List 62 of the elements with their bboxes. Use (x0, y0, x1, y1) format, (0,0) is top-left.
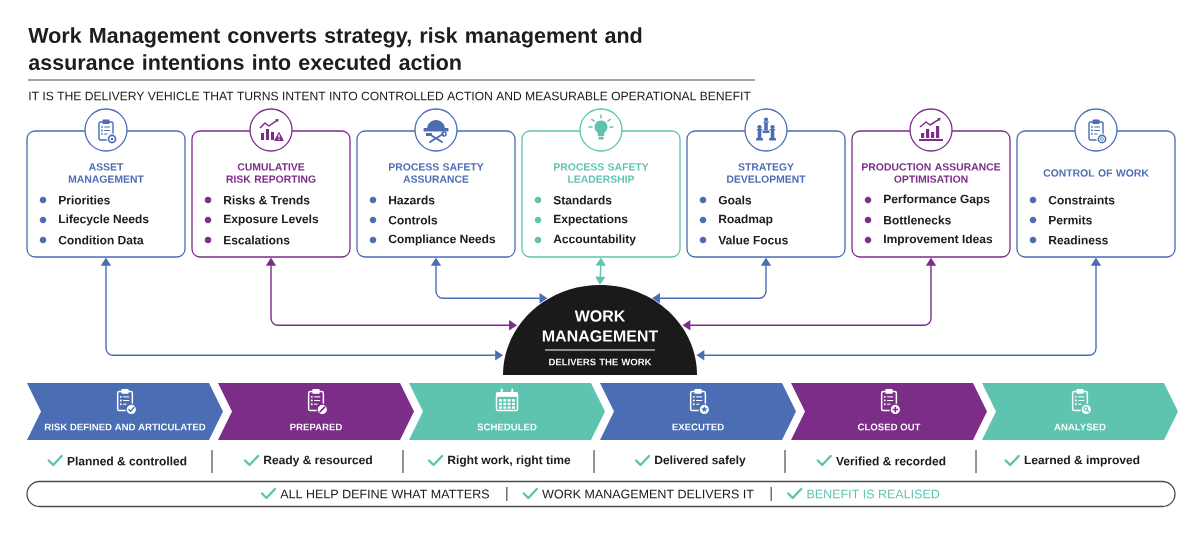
list-item: Hazards (389, 195, 435, 205)
outcome-text: Learned & improved (1024, 455, 1140, 467)
step-banner (409, 383, 605, 440)
list-item: Condition Data (58, 235, 144, 245)
title: Work Management converts strategy, risk management and assurance intentions into executed action (28, 27, 642, 71)
outcome-text: Ready & resourced (264, 455, 372, 467)
card-heading: STRATEGY DEVELOPMENT (727, 163, 806, 183)
list-item: Escalations (224, 235, 290, 245)
outcome-text: Right work, right time (448, 455, 571, 467)
list-item: Expectations (554, 214, 628, 226)
list-item: Improvement Ideas (884, 234, 993, 246)
step-banner (791, 383, 987, 440)
step-banner (27, 383, 223, 440)
card-heading: ASSET MANAGEMENT (68, 163, 144, 183)
list-item: Standards (553, 195, 612, 205)
list-item: Roadmap (719, 214, 773, 226)
outcome-text: Planned & controlled (67, 456, 187, 466)
list-item: Goals (718, 195, 752, 205)
info-card (191, 130, 351, 258)
step-banner (982, 383, 1178, 440)
step-label: RISK DEFINED AND ARTICULATED (44, 423, 206, 431)
card-heading: CUMULATIVE RISK REPORTING (226, 163, 316, 183)
list-item: Accountability (553, 234, 636, 246)
info-card (521, 130, 681, 258)
card-heading: PROCESS SAFETY ASSURANCE (389, 163, 484, 183)
summary-text: ALL HELP DEFINE WHAT MATTERS (280, 489, 489, 499)
card-heading: PRODUCTION ASSURANCE OPTIMISATION (862, 163, 1001, 183)
list-item: Lifecycle Needs (59, 214, 149, 226)
list-item: Exposure Levels (224, 214, 319, 226)
list-item: Readiness (1049, 235, 1108, 245)
list-item: Permits (1049, 215, 1092, 225)
list-item: Priorities (59, 195, 110, 205)
step-banner (218, 383, 414, 440)
step-label: EXECUTED (672, 423, 724, 431)
info-card (356, 130, 516, 258)
list-item: Performance Gaps (884, 194, 990, 206)
info-card (26, 130, 186, 258)
summary-text: BENEFIT IS REALISED (807, 489, 940, 499)
card-heading: PROCESS SAFETY LEADERSHIP (554, 163, 649, 183)
step-label: CLOSED OUT (857, 423, 921, 431)
list-item: Bottlenecks (884, 215, 951, 225)
list-item: Value Focus (718, 235, 788, 245)
info-card (1016, 130, 1176, 258)
list-item: Controls (388, 215, 438, 225)
info-card (851, 130, 1011, 258)
list-item: Constraints (1048, 195, 1115, 205)
step-label: ANALYSED (1054, 423, 1106, 431)
card-heading: CONTROL OF WORK (1043, 169, 1149, 177)
info-card (686, 130, 846, 258)
list-item: Compliance Needs (388, 234, 496, 246)
summary-bar (26, 480, 1176, 508)
dome-subtitle: DELIVERS THE WORK (549, 358, 652, 366)
dome (503, 285, 697, 375)
dome-title: WORK MANAGEMENT (542, 310, 659, 342)
list-item: Risks & Trends (224, 195, 310, 205)
summary-text: WORK MANAGEMENT DELIVERS IT (542, 489, 754, 499)
step-label: PREPARED (290, 423, 342, 431)
outcome-text: Verified & recorded (836, 456, 946, 466)
outcome-text: Delivered safely (655, 455, 746, 467)
step-banner (600, 383, 796, 440)
subtitle: IT IS THE DELIVERY VEHICLE THAT TURNS INTENT INTO CONTROLLED ACTION AND MEASURABLE OPERATIONAL BENEFIT (29, 91, 751, 101)
step-label: SCHEDULED (477, 423, 537, 431)
